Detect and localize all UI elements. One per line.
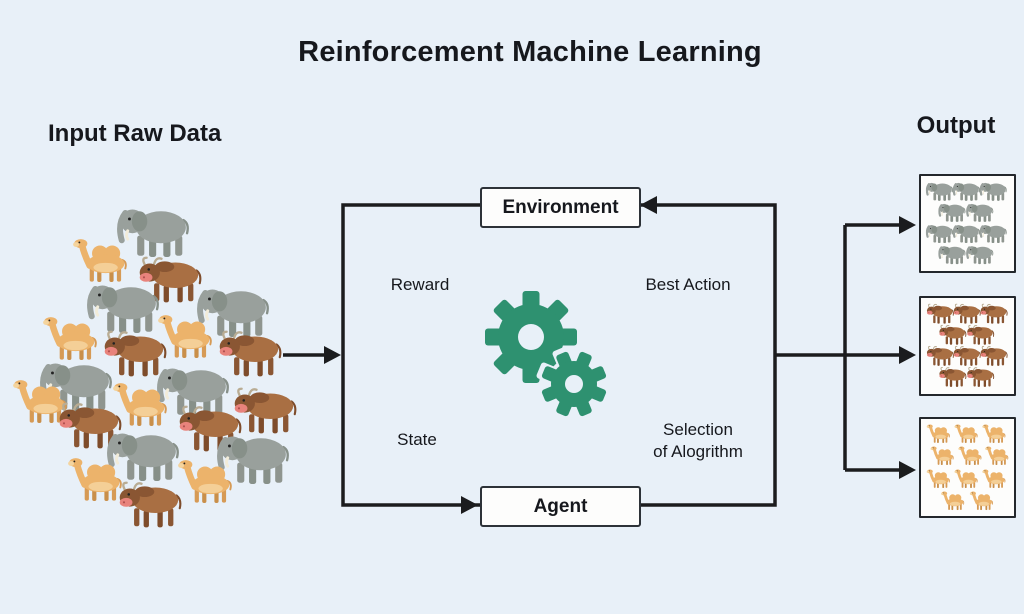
environment-node-label: Environment	[502, 196, 619, 218]
reward-label: Reward	[390, 275, 450, 294]
agent-node: Agent	[480, 486, 641, 527]
connector-lines	[283, 203, 910, 507]
arrowheads	[324, 196, 916, 514]
elephant-icon	[938, 244, 967, 265]
cow-icon	[953, 303, 981, 325]
selection-label-line2: of Alogrithm	[653, 442, 743, 461]
elephant-icon	[952, 223, 981, 244]
arrowhead-into-environment	[640, 196, 657, 214]
selection-of-algorithm-label: Selection of Alogrithm	[638, 419, 758, 463]
arrowhead-input	[324, 346, 341, 364]
camel-icon	[953, 423, 979, 444]
camel-icon	[956, 445, 983, 466]
elephant-icon	[952, 181, 981, 202]
elephant-icon	[120, 209, 188, 257]
cow-icon	[926, 345, 954, 367]
elephant-icon	[160, 368, 228, 416]
state-label: State	[397, 430, 437, 449]
arrowhead-output-bottom	[899, 461, 916, 479]
cow-icon	[966, 324, 995, 346]
elephant-icon	[979, 223, 1008, 244]
camel-icon	[925, 468, 951, 489]
camel-icon	[43, 317, 96, 360]
elephant-icon	[220, 436, 288, 484]
cow-icon	[938, 366, 967, 388]
elephant-icon	[938, 202, 967, 223]
output-box-camels	[919, 417, 1016, 518]
cow-icon	[953, 345, 981, 367]
camel-icon	[980, 423, 1007, 444]
output-box-elephants-canvas	[925, 181, 1008, 265]
elephant-icon	[925, 223, 954, 244]
arrowhead-output-top	[899, 216, 916, 234]
elephant-icon	[966, 202, 994, 223]
camel-icon	[939, 490, 966, 511]
cow-icon	[926, 303, 954, 325]
output-box-cows	[919, 296, 1016, 396]
cow-icon	[980, 345, 1008, 367]
camel-icon	[980, 468, 1007, 489]
arrowhead-output-middle	[899, 346, 916, 364]
elephant-icon	[110, 433, 178, 481]
elephant-icon	[90, 285, 158, 333]
output-box-elephants	[919, 174, 1016, 273]
input-raw-data-label: Input Raw Data	[48, 120, 222, 147]
elephant-icon	[966, 244, 994, 265]
elephant-icon	[200, 289, 268, 337]
cow-icon	[233, 387, 297, 435]
cow-icon	[980, 303, 1008, 325]
cow-icon	[966, 366, 995, 388]
gears-icon	[485, 291, 612, 422]
elephant-icon	[979, 181, 1008, 202]
cow-icon	[118, 481, 182, 529]
camel-icon	[929, 445, 955, 466]
camel-icon	[953, 468, 979, 489]
camel-icon	[73, 239, 126, 282]
elephant-icon	[925, 181, 954, 202]
output-box-cows-canvas	[926, 303, 1008, 388]
agent-node-label: Agent	[533, 495, 588, 517]
camel-icon	[983, 445, 1010, 466]
arrowhead-into-agent	[461, 496, 478, 514]
cow-icon	[103, 330, 167, 378]
environment-node: Environment	[480, 187, 641, 228]
page-title: Reinforcement Machine Learning	[298, 36, 762, 68]
cow-icon	[218, 330, 282, 378]
camel-icon	[925, 423, 951, 444]
camel-icon	[968, 490, 994, 511]
output-box-camels-canvas	[925, 423, 1010, 511]
output-label: Output	[916, 112, 996, 139]
cow-icon	[938, 324, 967, 346]
selection-label-line1: Selection	[663, 420, 733, 439]
input-animal-cluster	[13, 209, 297, 529]
best-action-label: Best Action	[645, 275, 731, 294]
